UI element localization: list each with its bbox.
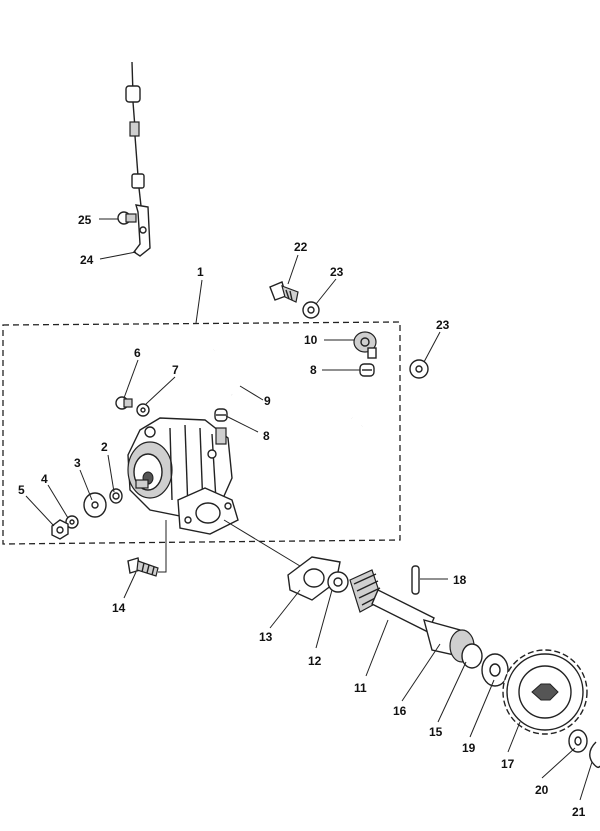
callout-2: 2 [101,440,108,454]
gasket-washer [327,571,349,593]
callout-9: 9 [264,394,271,408]
callout-23a: 23 [330,265,344,279]
callout-23b: 23 [436,318,450,332]
callout-18: 18 [453,573,467,587]
callout-13: 13 [259,630,273,644]
callout-17: 17 [501,757,515,771]
driven-gear [502,649,588,735]
shaft-pin [411,565,420,595]
banjo-union [353,331,377,359]
callout-19: 19 [462,741,476,755]
callout-4: 4 [41,472,48,486]
drive-shaft [349,569,483,669]
callout-5: 5 [18,483,25,497]
pump-screw-washer [136,403,150,417]
callout-8b: 8 [263,429,270,443]
callout-6: 6 [134,346,141,360]
shaft-oring [109,488,123,504]
banjo-bolt [269,281,299,303]
callout-7: 7 [172,363,179,377]
callout-1: 1 [197,265,204,279]
callout-labels: 1 2 3 4 5 6 7 8 8 9 10 11 12 13 14 15 16… [18,213,586,819]
pump-screw [115,396,133,410]
leader-lines [25,218,593,801]
control-cable [125,61,145,207]
callout-8a: 8 [310,363,317,377]
callout-21: 21 [572,805,586,819]
assembly-boundary [2,321,401,545]
callout-14: 14 [112,601,126,615]
callout-15: 15 [429,725,443,739]
gear-washer [568,729,588,753]
hose-clip-right [359,363,375,377]
hose-clip-left [214,408,228,422]
assembly-center-line [223,519,301,567]
upper-washer [302,301,320,319]
callout-10: 10 [304,333,318,347]
callout-16: 16 [393,704,407,718]
callout-11: 11 [354,681,367,695]
callout-3: 3 [74,456,81,470]
right-washer [409,359,429,379]
callout-25: 25 [78,213,92,227]
callout-24: 24 [80,253,94,267]
retaining-nut [51,519,69,540]
bracket-screw [117,211,137,225]
oil-hose [211,340,371,427]
pump-washer-large [83,492,107,518]
mounting-bolt [127,520,167,577]
pump-mounting-flange [177,487,239,535]
callout-20: 20 [535,783,549,797]
callout-12: 12 [308,654,322,668]
cable-bracket [132,204,151,257]
small-washer [65,515,79,529]
callout-22: 22 [294,240,308,254]
thrust-washer [481,653,509,687]
